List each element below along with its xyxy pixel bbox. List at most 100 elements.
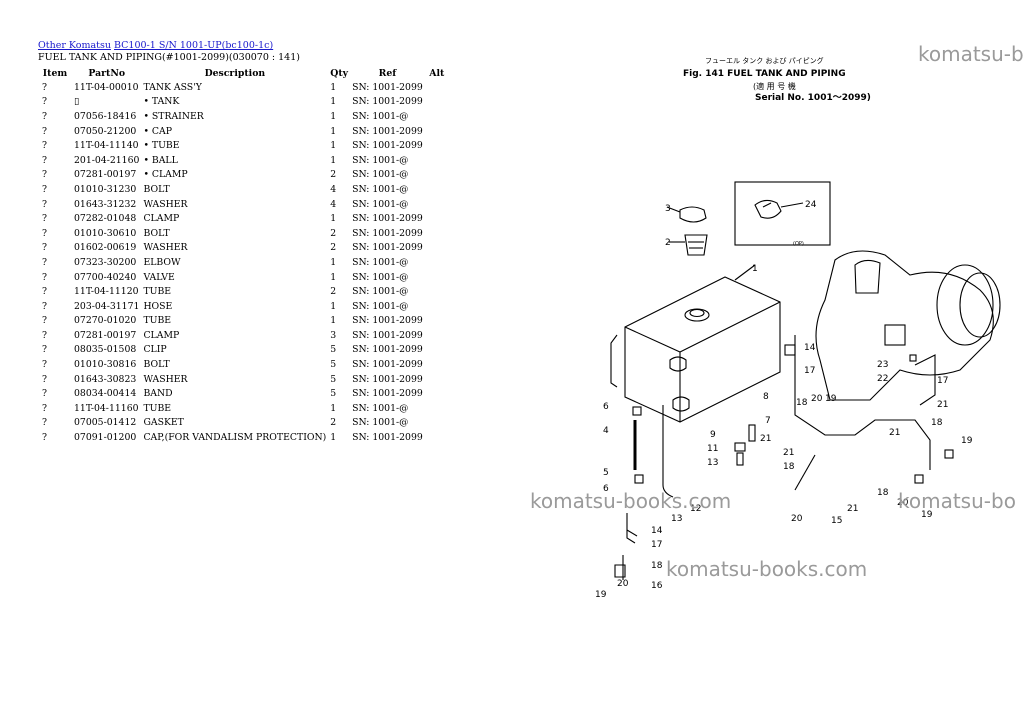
description-cell: WASHER [143,242,188,254]
partno-cell: 11T-04-11160 [74,402,139,414]
alt-cell [425,211,449,226]
item-cell: ? [42,373,47,385]
strainer-part [684,234,708,256]
diagram-drawing [610,181,1001,580]
partno-cell: 203-04-31171 [74,300,140,312]
item-cell: ? [42,388,47,400]
diagram-jp-title: フューエル タンク および パイピング [705,56,824,65]
ref-cell: SN: 1001-@ [352,154,409,166]
callout-18a: 18 [651,561,663,571]
callout-23: 23 [877,360,888,370]
qty-cell: 1 [330,81,337,93]
diagram-serial: Serial No. 1001～2099) [755,93,871,103]
alt-cell [425,109,449,124]
ref-cell: SN: 1001-@ [352,198,409,210]
qty-cell: 5 [330,359,337,371]
description-cell: • CAP [143,125,172,137]
item-cell: ? [42,227,47,239]
item-cell: ? [42,183,47,195]
ref-cell: SN: 1001-2099 [352,373,423,385]
item-cell: ? [42,169,47,181]
alt-cell [425,299,449,314]
partno-cell: 11T-04-00010 [74,81,139,93]
ref-cell: SN: 1001-2099 [352,140,423,152]
header-qty: Qty [330,67,349,79]
callout-20b: 20 [811,394,823,404]
callout-5: 5 [603,468,609,478]
alt-cell [425,241,449,256]
partno-cell: 07700-40240 [74,271,137,283]
partno-cell: 01010-31230 [74,183,137,195]
callout-17: 17 [804,366,815,376]
callout-8: 8 [763,392,769,402]
description-cell: • TUBE [143,140,180,152]
ref-cell: SN: 1001-2099 [352,315,423,327]
callout-6a: 6 [603,402,609,412]
qty-cell: 2 [330,417,337,429]
callout-2: 2 [665,238,671,248]
ref-cell: SN: 1001-2099 [352,242,423,254]
watermark: komatsu-bo [898,489,1016,513]
callout-18d: 18 [931,418,943,428]
ref-cell: SN: 1001-2099 [352,96,423,108]
qty-cell: 1 [330,213,337,225]
partno-cell: 07005-01412 [74,417,137,429]
description-cell: CLIP [143,344,167,356]
breadcrumb-link-model[interactable]: BC100-1 S/N 1001-UP(bc100-1c) [113,40,274,51]
partno-cell: 01602-00619 [74,242,137,254]
breadcrumb: Other Komatsu BC100-1 S/N 1001-UP(bc100-… [38,40,273,51]
alt-cell [425,197,449,212]
description-cell: • STRAINER [143,110,204,122]
header-item: Item [42,67,68,79]
description-cell: CLAMP [143,329,180,341]
callout-22: 22 [877,374,888,384]
qty-cell: 1 [330,432,337,444]
description-cell: HOSE [143,300,173,312]
callout-20a: 20 [617,579,629,589]
partno-cell: 07281-00197 [74,169,137,181]
fuel-tank-diagram: フューエル タンク および パイピング Fig. 141 FUEL TANK A… [595,56,1001,600]
description-cell: TANK ASS'Y [143,81,202,93]
breadcrumb-link-other-komatsu[interactable]: Other Komatsu [38,40,111,51]
description-cell: ELBOW [143,256,181,268]
callout-4: 4 [603,426,609,436]
callout-21d: 21 [889,428,900,438]
item-cell: ? [42,344,47,356]
ref-cell: SN: 1001-2099 [352,432,423,444]
qty-cell: 1 [330,96,337,108]
qty-cell: 1 [330,315,337,327]
partno-cell: 07091-01200 [74,432,137,444]
parts-table: Item PartNo Description Qty Ref Alt ?11T… [38,66,449,445]
ref-cell: SN: 1001-2099 [352,329,423,341]
item-cell: ? [42,256,47,268]
alt-cell [425,416,449,431]
alt-cell [425,182,449,197]
diagram-fig-title: Fig. 141 FUEL TANK AND PIPING [683,69,846,79]
ref-cell: SN: 1001-2099 [352,81,423,93]
alt-cell [425,284,449,299]
ref-cell: SN: 1001-@ [352,271,409,283]
item-cell: ? [42,154,47,166]
partno-cell: 07270-01020 [74,315,137,327]
alt-cell [425,226,449,241]
ref-cell: SN: 1001-2099 [352,388,423,400]
op-label: (OP) [793,241,804,247]
alt-cell [425,401,449,416]
partno-cell: 07056-18416 [74,110,137,122]
ref-cell: SN: 1001-@ [352,256,409,268]
header-description: Description [204,67,266,79]
qty-cell: 1 [330,256,337,268]
callout-17c: 17 [937,376,948,386]
inset-box [734,181,831,246]
engine-outline [815,250,994,401]
ref-cell: SN: 1001-@ [352,402,409,414]
